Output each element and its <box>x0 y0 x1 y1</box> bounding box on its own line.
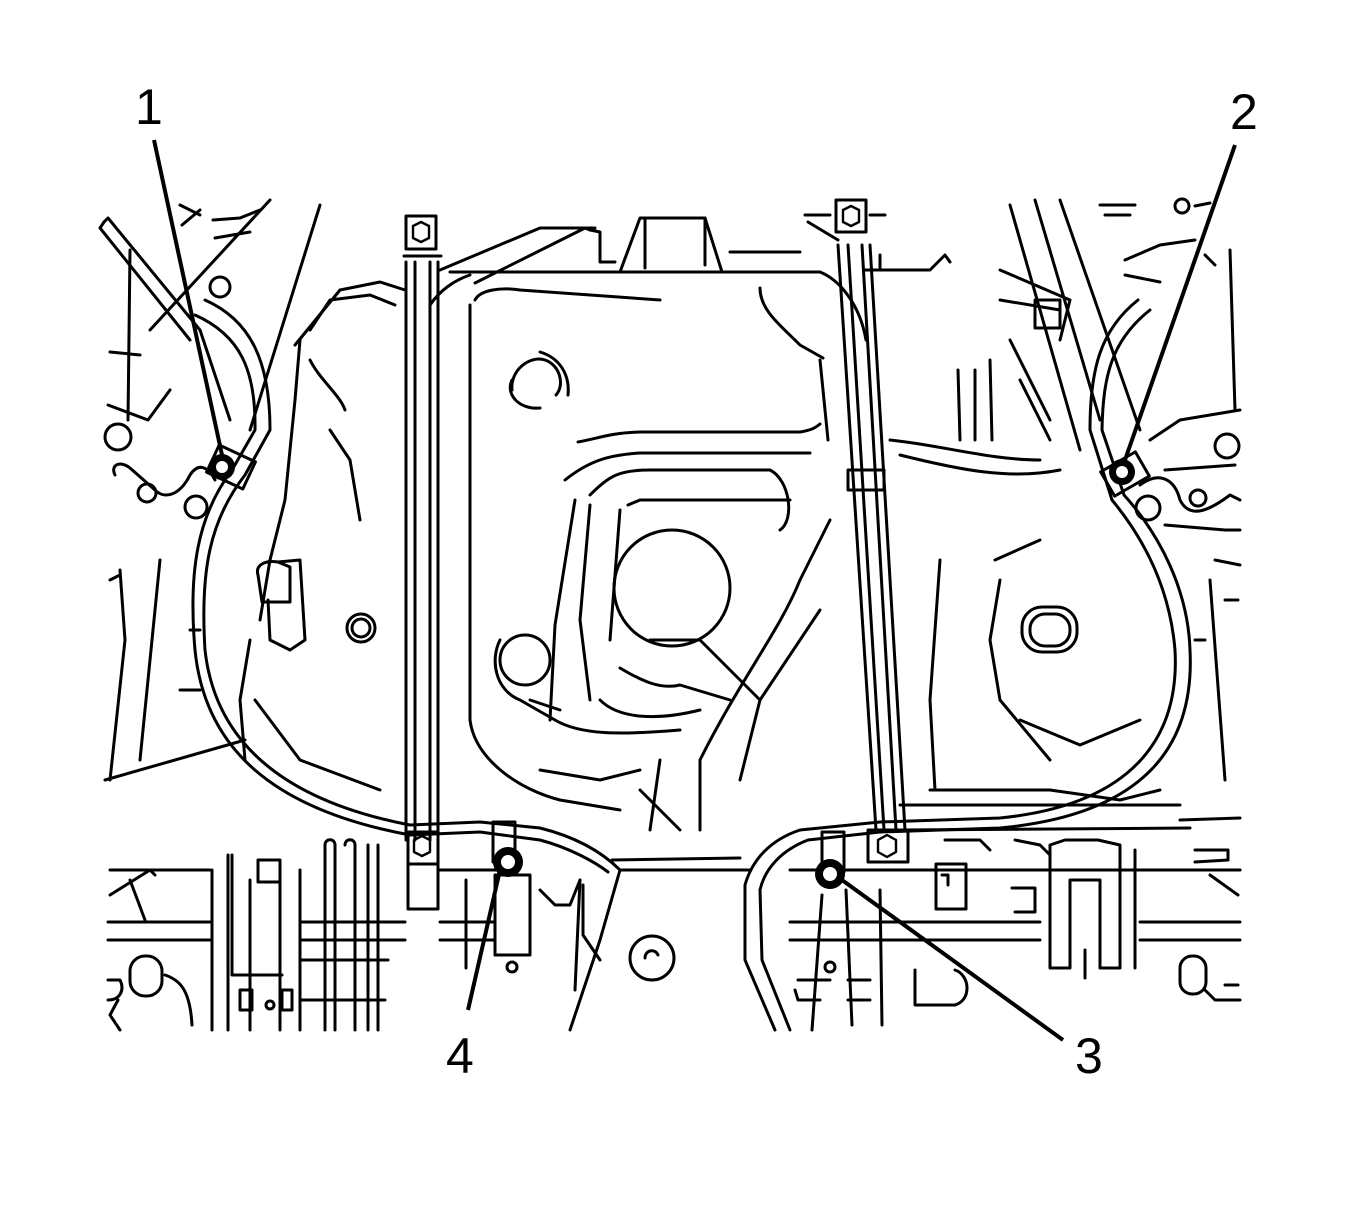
fastener-3 <box>815 830 846 889</box>
right-body-structure <box>956 197 1242 822</box>
callout-labels: 1 2 3 4 <box>135 79 1258 1084</box>
fastener-4 <box>491 820 523 877</box>
callout-leaders <box>152 139 1237 1042</box>
fastener-2 <box>1099 450 1151 498</box>
right-tank-strap <box>803 198 910 864</box>
callout-4: 4 <box>446 1028 474 1084</box>
rear-crossmember <box>106 838 1242 1032</box>
fastener-1 <box>205 443 257 491</box>
callout-1: 1 <box>135 79 163 135</box>
callout-2: 2 <box>1230 84 1258 140</box>
brake-cable <box>191 298 1192 1032</box>
fuel-tank <box>238 216 1162 832</box>
callout-3: 3 <box>1075 1028 1103 1084</box>
left-tank-strap <box>402 214 443 911</box>
